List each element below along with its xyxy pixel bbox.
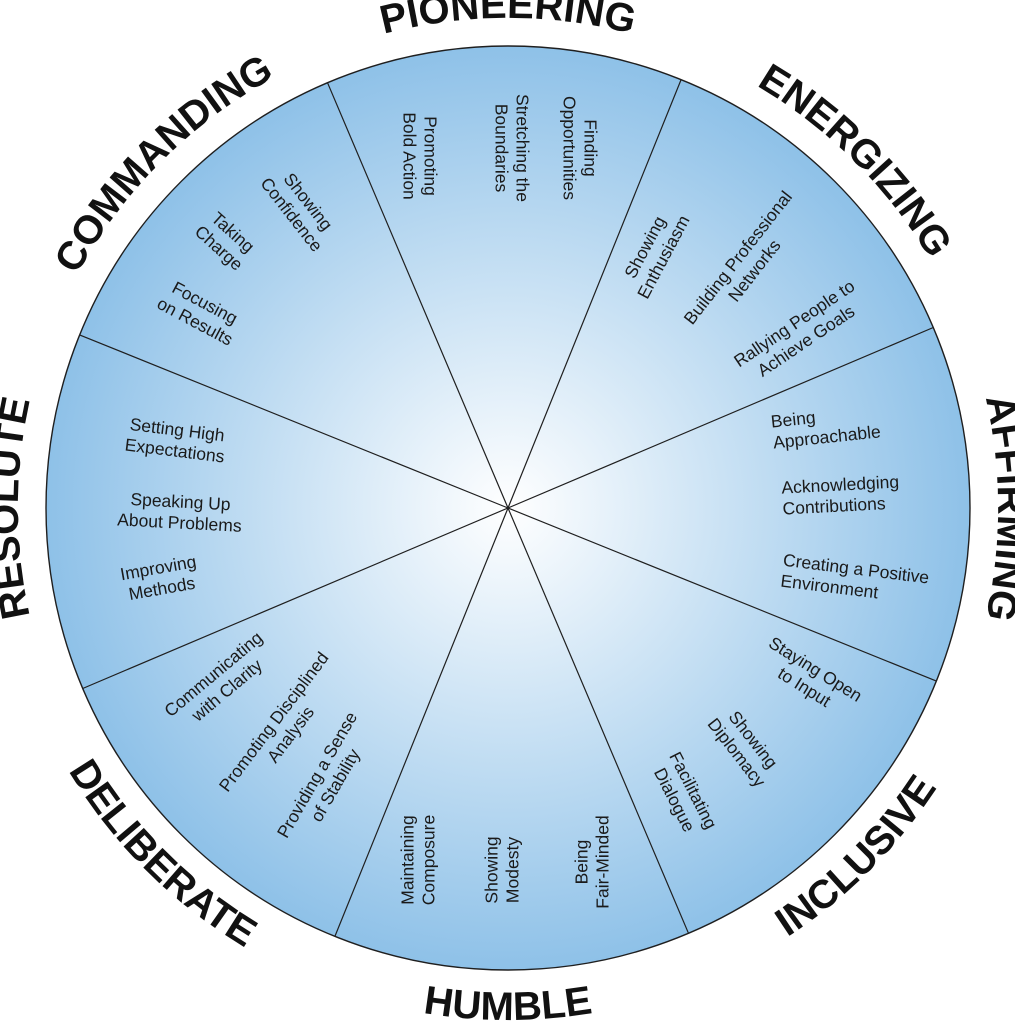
divider-line-6: [82, 507, 509, 690]
divider-line-8: [326, 82, 509, 509]
item-line: Opportunities: [559, 96, 579, 200]
item-humble-1: MaintainingComposure: [398, 815, 439, 905]
item-line: Bold Action: [399, 112, 419, 200]
item-line: Modesty: [503, 837, 523, 903]
item-pioneering-3: PromotingBold Action: [399, 112, 440, 200]
divider-line-4: [507, 507, 690, 934]
segment-label-humble: HUMBLE: [422, 978, 595, 1024]
divider-line-1: [507, 79, 682, 509]
item-affirming-2: AcknowledgingContributions: [781, 471, 901, 518]
item-line: Maintaining: [398, 815, 418, 905]
item-line: Being: [770, 407, 817, 432]
item-line: Showing: [482, 836, 502, 903]
item-pioneering-2: Stretching theBoundaries: [491, 94, 532, 202]
item-line: Boundaries: [491, 104, 511, 193]
segment-label-resolute: RESOLUTE: [0, 393, 39, 623]
item-line: Fair-Minded: [593, 815, 613, 908]
segment-label-affirming: AFFIRMING: [977, 391, 1015, 625]
item-line: Promoting: [420, 116, 440, 196]
segment-dividers: [79, 79, 937, 937]
item-line: Stretching the: [512, 94, 532, 202]
divider-line-7: [79, 334, 509, 509]
item-line: Being: [572, 840, 592, 885]
item-line: Finding: [580, 119, 600, 176]
item-humble-3: BeingFair-Minded: [572, 815, 613, 908]
item-resolute-2: Speaking UpAbout Problems: [117, 488, 244, 535]
item-humble-2: ShowingModesty: [482, 836, 523, 903]
segment-label-pioneering: PIONEERING: [376, 0, 641, 43]
divider-line-2: [507, 326, 934, 509]
divider-line-5: [334, 507, 509, 937]
divider-line-3: [507, 507, 937, 682]
item-pioneering-1: FindingOpportunities: [559, 96, 600, 200]
item-line: Composure: [419, 815, 439, 905]
